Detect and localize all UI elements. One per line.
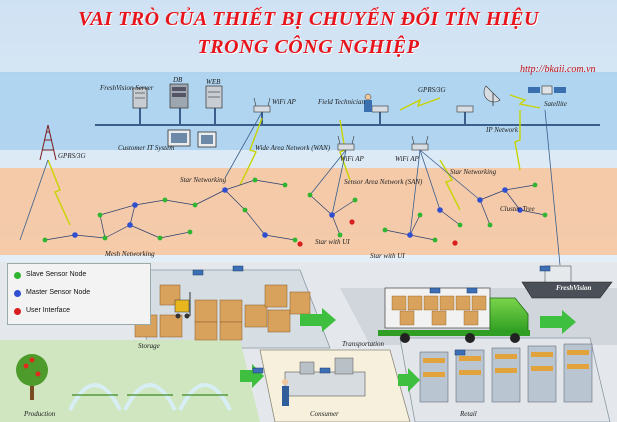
wireless-signals	[47, 94, 541, 226]
shelf-goods	[423, 350, 589, 377]
satellite-dish-icon	[483, 85, 501, 106]
production-field	[0, 340, 260, 422]
label-consumer: Consumer	[310, 410, 339, 418]
storage-boxes	[134, 284, 311, 341]
label-san: Sensor Area Network (SAN)	[344, 178, 423, 186]
label-retail: Retail	[460, 410, 477, 418]
master-sensor-nodes	[72, 187, 523, 238]
website-url[interactable]: http://bkaii.com.vn	[520, 64, 596, 75]
label-field-technician: Field Technician	[318, 98, 365, 106]
label-customer-it: Customer IT System	[118, 144, 175, 152]
sensor-network-layer	[0, 168, 617, 255]
label-wifi-ap-mid2: WiFi AP	[395, 155, 419, 163]
ship-icon	[521, 265, 613, 299]
greenhouse-tunnels	[68, 383, 232, 411]
user-interface-icon	[14, 308, 21, 315]
radio-tower-icon	[39, 124, 57, 161]
slave-sensor-nodes	[42, 177, 548, 243]
page-title-line2: TRONG CÔNG NGHIỆP	[197, 36, 420, 58]
label-ip-network: IP Network	[486, 126, 518, 134]
label-star-ui-1: Star with UI	[315, 238, 350, 246]
database-icon	[169, 83, 189, 109]
satellite-icon	[528, 85, 566, 95]
label-satellite: Satellite	[544, 100, 567, 108]
user-interface-nodes	[297, 219, 458, 247]
label-freshvision-server: FreshVision Server	[100, 84, 154, 92]
label-cluster-tree: Cluster Tree	[500, 205, 535, 213]
ap-links	[19, 109, 561, 266]
label-mesh-networking: Mesh Networking	[105, 250, 155, 258]
wifi-ap-icon	[253, 97, 474, 151]
label-gprs-top: GPRS/3G	[418, 86, 446, 94]
forklift-icon	[174, 292, 191, 319]
label-db: DB	[173, 76, 183, 84]
slave-node-icon	[14, 272, 21, 279]
label-wan: Wide Area Network (WAN)	[255, 144, 331, 152]
truck-icon	[378, 287, 530, 343]
label-gprs-left: GPRS/3G	[58, 152, 86, 160]
tree-icon	[16, 354, 48, 400]
label-wifi-ap-top: WiFi AP	[272, 98, 296, 106]
label-star-ui-2: Star with UI	[370, 252, 405, 260]
computer-icon	[167, 129, 217, 148]
sensor-links	[44, 179, 546, 241]
legend: Slave Sensor Node Master Sensor Node Use…	[7, 263, 151, 325]
label-storage: Storage	[138, 342, 160, 350]
ip-network-layer	[0, 72, 617, 150]
label-ship-brand: FreshVision	[556, 284, 592, 292]
page-title-line1: VAI TRÒ CỦA THIẾT BỊ CHUYỂN ĐỔI TÍN HIỆU	[78, 8, 539, 30]
label-star-networking-left: Star Networking	[180, 176, 227, 184]
kitchen-icon	[282, 357, 366, 406]
label-web: WEB	[206, 78, 221, 86]
label-wifi-ap-mid1: WiFi AP	[340, 155, 364, 163]
label-star-networking-right: Star Networking	[450, 168, 497, 176]
master-node-icon	[14, 290, 21, 297]
label-transportation: Transportation	[342, 340, 385, 348]
web-server-icon	[205, 85, 223, 109]
gateway-hubs	[192, 265, 551, 374]
label-production: Production	[24, 410, 56, 418]
technician-icon	[364, 93, 372, 112]
server-icon	[132, 87, 148, 109]
